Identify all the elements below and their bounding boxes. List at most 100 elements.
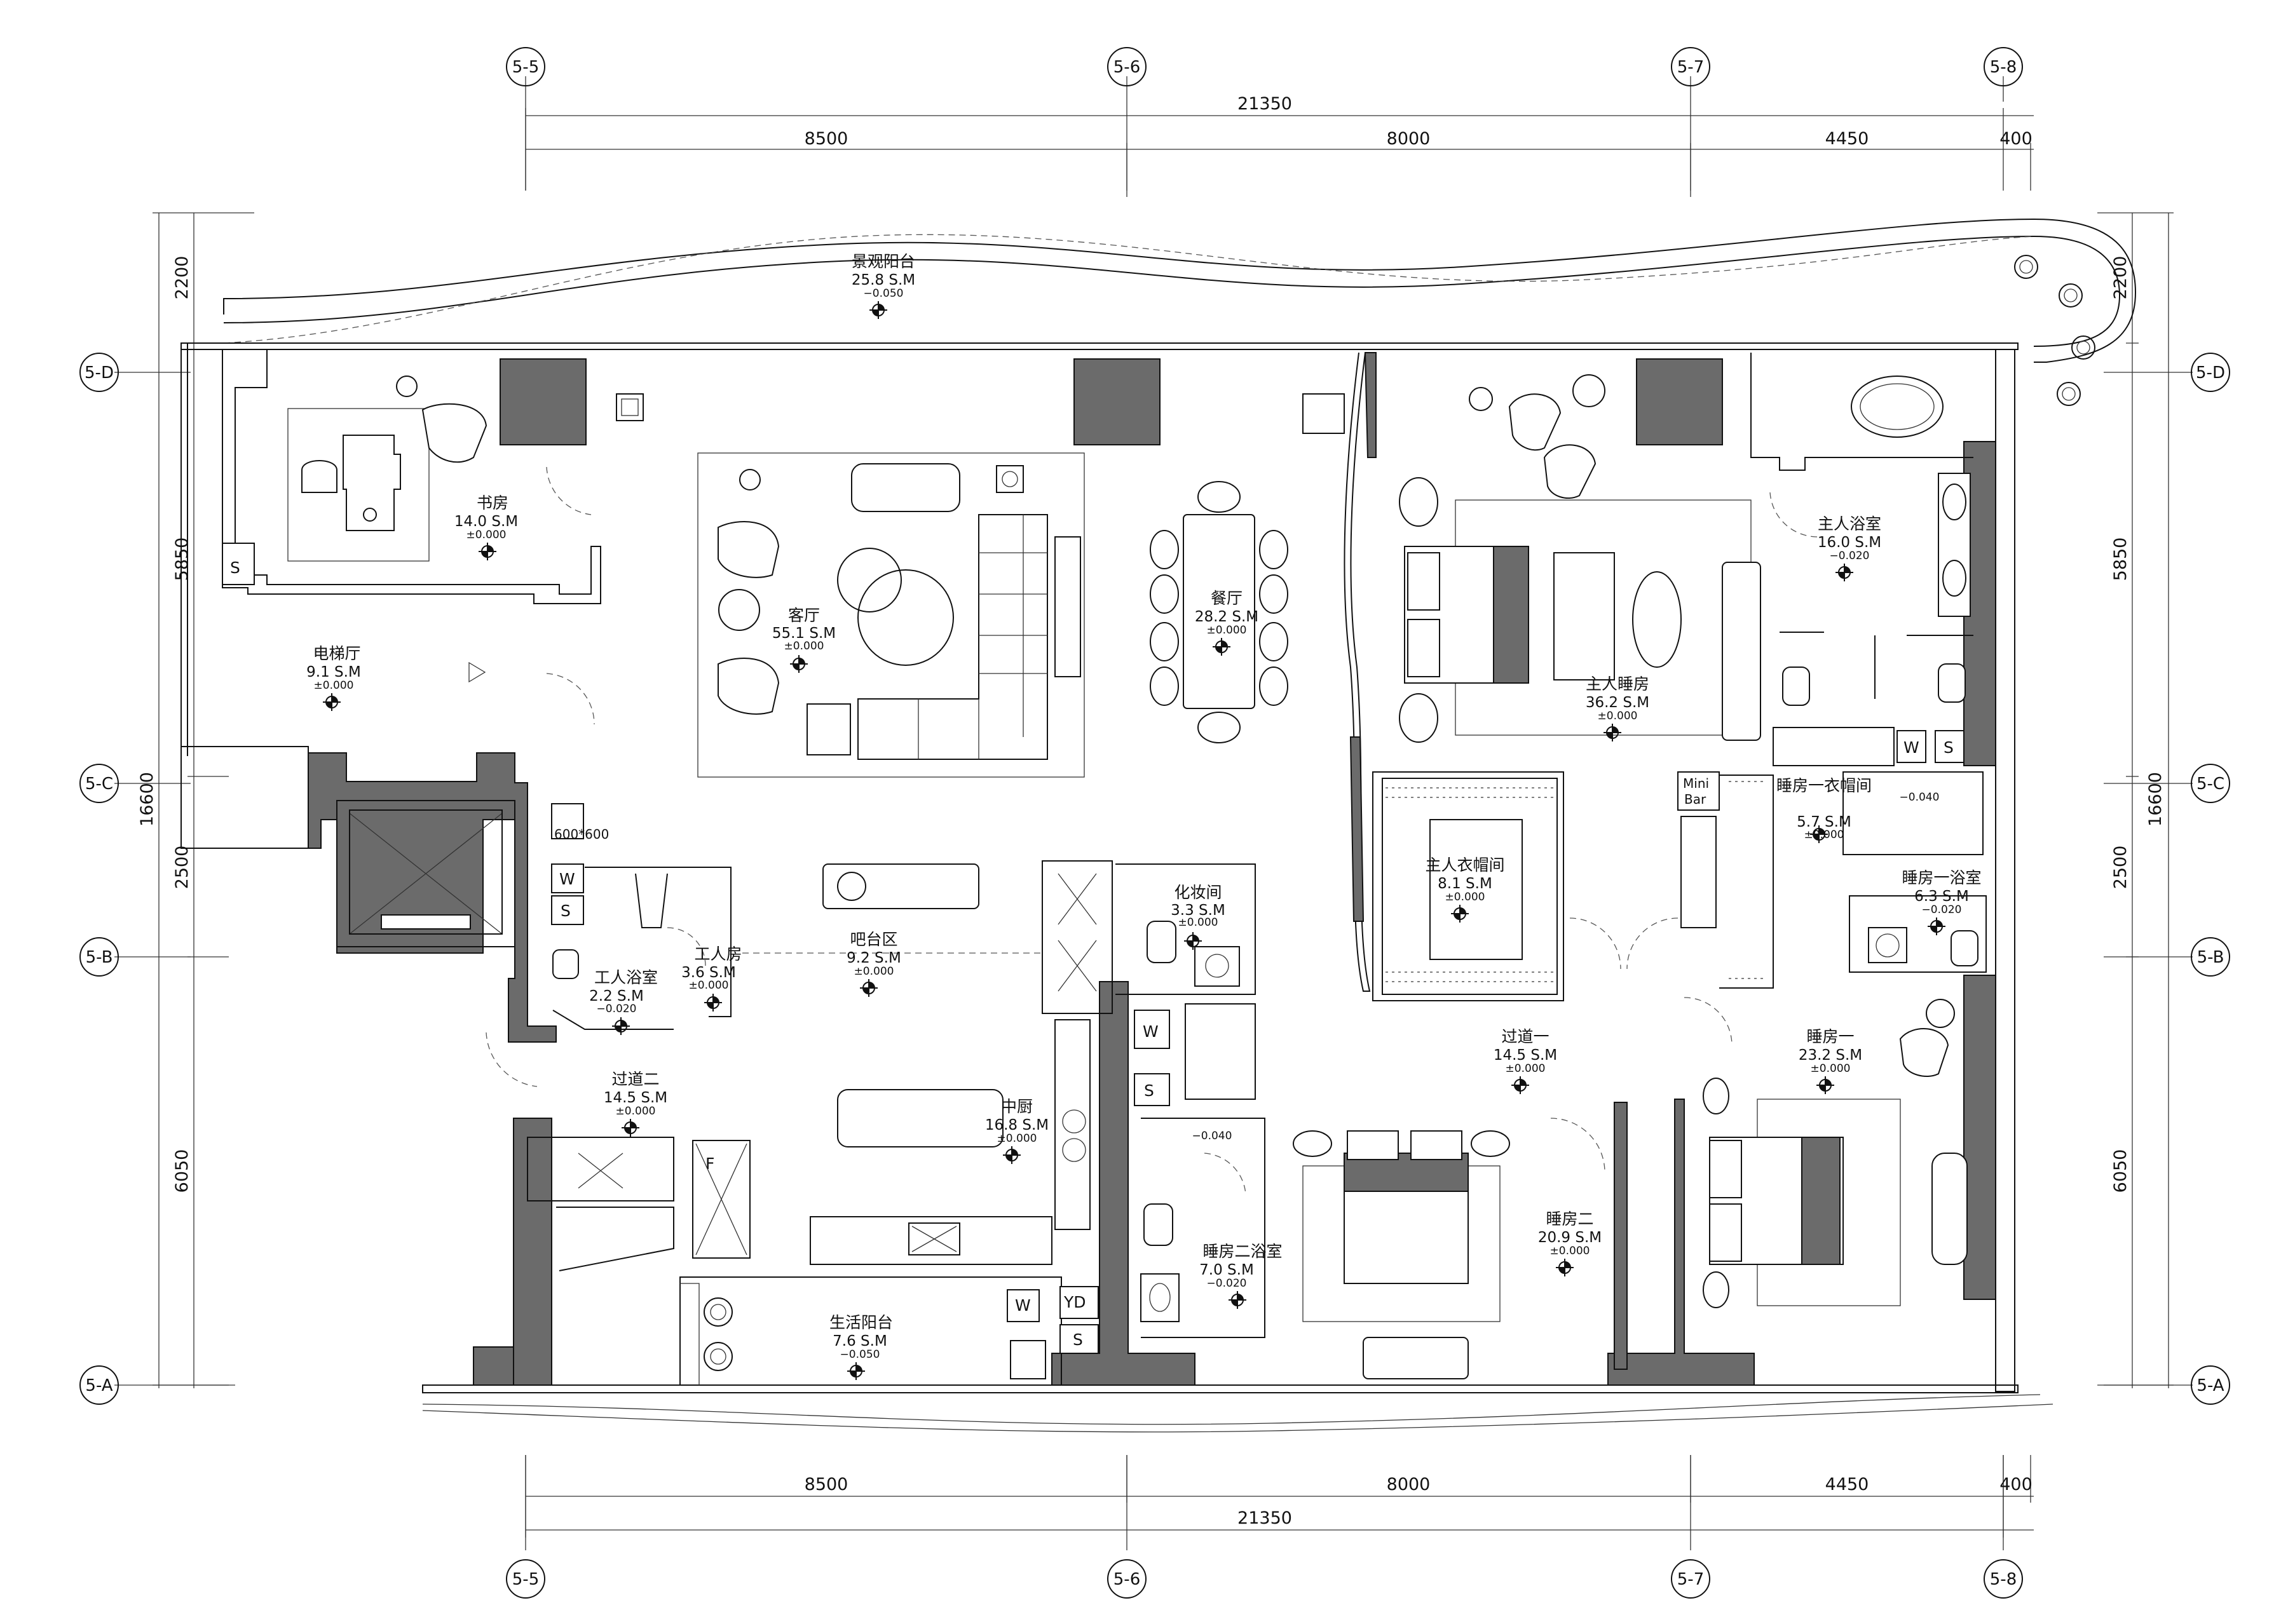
grid-label: 5-C	[2196, 775, 2224, 794]
svg-text:工人浴室: 工人浴室	[594, 968, 658, 987]
living-balcony: W YD S	[679, 1276, 1099, 1386]
dryer-s	[1059, 1324, 1099, 1354]
svg-text:睡房一浴室: 睡房一浴室	[1902, 869, 1981, 887]
room-label: 餐厅 28.2 S.M ±0.000	[1195, 589, 1258, 637]
svg-text:睡房一衣帽间: 睡房一衣帽间	[1776, 776, 1872, 795]
svg-text:14.5 S.M: 14.5 S.M	[1494, 1047, 1557, 1064]
svg-text:23.2 S.M: 23.2 S.M	[1799, 1047, 1862, 1064]
room-label: 睡房一浴室 6.3 S.M −0.020	[1902, 869, 1981, 916]
svg-text:主人浴室: 主人浴室	[1818, 515, 1881, 533]
level-marker-icon	[1816, 1076, 1834, 1094]
svg-text:3.3 S.M: 3.3 S.M	[1171, 902, 1225, 919]
master-bath: W S	[1750, 353, 1973, 766]
room-label: 过道一 14.5 S.M ±0.000	[1494, 1027, 1557, 1075]
bar-counter	[822, 863, 979, 909]
dim-total-left: 16600	[137, 772, 157, 827]
room-label: 主人睡房 36.2 S.M ±0.000	[1586, 675, 1649, 722]
sofa-1	[1931, 1153, 1968, 1265]
fridge-size-label: 600*600	[554, 827, 609, 842]
service-area: 600*600 W S F	[486, 803, 751, 1271]
level-markers	[323, 301, 1945, 1380]
lounge-chair	[718, 658, 780, 715]
console	[1054, 536, 1081, 677]
svg-text:±0.000: ±0.000	[616, 1105, 656, 1118]
level-marker-icon	[1511, 1076, 1529, 1094]
dim-segment: 8000	[1387, 1475, 1431, 1494]
dim-segment: 8500	[805, 1475, 848, 1494]
exterior-walls	[180, 342, 2053, 1433]
svg-text:工人房: 工人房	[694, 945, 742, 963]
svg-text:吧台区: 吧台区	[850, 930, 897, 949]
l-sofa	[857, 514, 1048, 760]
dimension-top: 21350 8500 8000 4450 400	[525, 94, 2034, 191]
washer-w	[1134, 1010, 1170, 1049]
coffee-table-large	[857, 569, 954, 666]
grid-label: 5-5	[512, 1570, 539, 1589]
svg-text:±0.000: ±0.000	[1445, 891, 1485, 903]
svg-text:±0.000: ±0.000	[1506, 1062, 1546, 1075]
dim-total-right: 16600	[2146, 772, 2165, 827]
lift-lobby	[180, 661, 595, 947]
bedroom-2	[1293, 1118, 1605, 1379]
lamp-icon	[363, 508, 377, 522]
room-label: 景观阳台 25.8 S.M −0.050	[852, 252, 915, 300]
dryer-label: YD	[1063, 1293, 1086, 1311]
minibar-label: Bar	[1684, 792, 1706, 807]
level-marker-icon	[1003, 1146, 1021, 1164]
svg-text:3.6 S.M: 3.6 S.M	[681, 964, 736, 981]
dimension-left: 16600 2200 5850 2500 6050	[137, 212, 254, 1388]
svg-text:55.1 S.M: 55.1 S.M	[772, 625, 836, 642]
washer-label: W	[1903, 738, 1919, 757]
grid-label: 5-5	[512, 58, 539, 77]
dim-total-bottom: 21350	[1237, 1508, 1292, 1528]
washer-w	[1896, 730, 1926, 763]
svg-text:14.5 S.M: 14.5 S.M	[604, 1090, 667, 1106]
room-label: 工人浴室 2.2 S.M −0.020	[589, 968, 658, 1015]
svg-text:36.2 S.M: 36.2 S.M	[1586, 694, 1649, 711]
dim-segment: 4450	[1825, 1475, 1869, 1494]
kitchen-island	[837, 1089, 1004, 1147]
grid-bubbles-right: 5-D 5-C 5-B 5-A	[2191, 353, 2230, 1405]
svg-text:−0.020: −0.020	[1922, 903, 1962, 916]
svg-text:±0.000: ±0.000	[1811, 1062, 1851, 1075]
grid-label: 5-6	[1113, 58, 1140, 77]
grid-label: 5-D	[85, 363, 114, 382]
armchair	[421, 403, 487, 463]
level-marker-icon	[612, 1017, 630, 1035]
level-marker-icon	[860, 979, 878, 997]
grid-bubbles-top: 5-5 5-6 5-7 5-8	[506, 47, 2023, 86]
lounge-chair	[718, 521, 780, 578]
svg-text:主人睡房: 主人睡房	[1586, 675, 1649, 693]
pillar-box	[1302, 393, 1345, 434]
landscape-balcony	[223, 218, 2137, 406]
structural-columns	[308, 358, 1996, 1386]
shower-level: −0.040	[1900, 791, 1940, 804]
minibar-label: Mini	[1683, 776, 1709, 791]
level-marker-icon	[1810, 825, 1828, 843]
svg-text:−0.020: −0.020	[1207, 1277, 1247, 1290]
grid-label: 5-A	[85, 1376, 112, 1395]
svg-text:2.2 S.M: 2.2 S.M	[589, 988, 644, 1005]
svg-text:−0.020: −0.020	[597, 1003, 637, 1015]
master-bench	[1553, 552, 1615, 680]
shaft-label: S	[230, 558, 240, 577]
grid-bubble	[1984, 47, 2023, 86]
svg-text:6.3 S.M: 6.3 S.M	[1914, 888, 1969, 905]
room-label: 过道二 14.5 S.M ±0.000	[604, 1070, 667, 1118]
master-bedroom	[1344, 352, 1818, 992]
dryer-label: S	[1944, 738, 1954, 757]
svg-text:20.9 S.M: 20.9 S.M	[1538, 1229, 1602, 1246]
svg-text:7.6 S.M: 7.6 S.M	[833, 1333, 887, 1350]
level-marker-icon	[1604, 724, 1621, 741]
coffee-table-small	[837, 548, 902, 612]
svg-text:中厨: 中厨	[1001, 1097, 1033, 1116]
grid-label: 5-7	[1677, 58, 1704, 77]
toilet-icon	[1938, 663, 1966, 703]
svg-text:景观阳台: 景观阳台	[852, 252, 915, 271]
toilet-icon	[1951, 930, 1978, 966]
dryer-s	[1134, 1073, 1170, 1106]
grid-bubble	[1671, 1559, 1710, 1599]
washer-label: W	[1015, 1296, 1031, 1315]
svg-text:化妆间: 化妆间	[1174, 883, 1222, 902]
